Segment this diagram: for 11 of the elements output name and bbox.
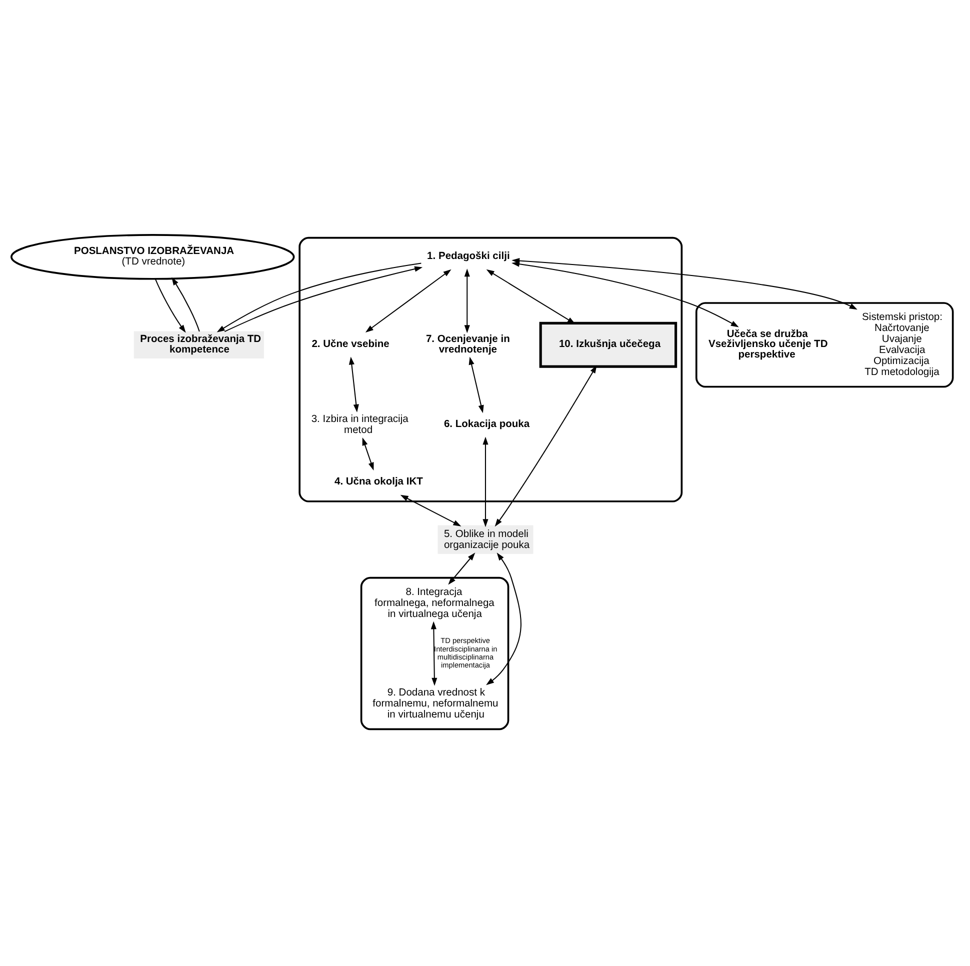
node-text: 2. Učne vsebine bbox=[312, 338, 390, 350]
node-text: Sistemski pristop: Načrtovanje Uvajanje Evalvacija Optimizacija TD metodologija bbox=[862, 312, 943, 378]
node-text: 8. Integracja formalnega, neformalnega in virtualnega učenja bbox=[374, 586, 494, 620]
node-text: 1. Pedagoški cilji bbox=[427, 250, 510, 262]
node-text: 7. Ocenjevanje in vrednotenje bbox=[426, 334, 510, 355]
node-text: 6. Lokacija pouka bbox=[444, 418, 530, 430]
node-text: Učeča se družba Vseživljensko učenje TD perspektive bbox=[708, 328, 828, 360]
node-text: 3. Izbira in integracija metod bbox=[311, 414, 408, 436]
edge-label: TD perspektive Interdisciplinarna in multidisciplinarna implementacija bbox=[434, 636, 498, 669]
node-text: 9. Dodana vrednost k formalnemu, neformalnemu in virtualnemu učenju bbox=[372, 687, 498, 720]
node-text: 4. Učna okolja IKT bbox=[334, 476, 423, 487]
